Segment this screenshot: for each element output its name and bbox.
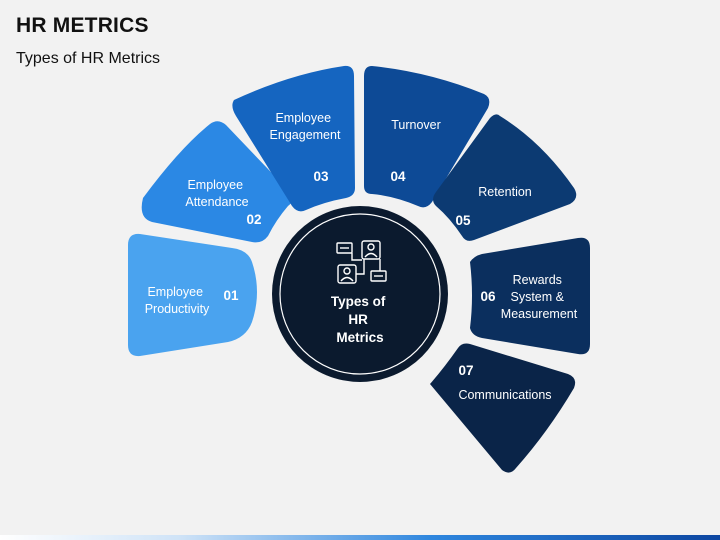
segment-turnover[interactable]: Turnover 04 bbox=[364, 66, 490, 208]
svg-text:Employee Productivity: Employee Productivity bbox=[145, 285, 210, 316]
segment-employee-productivity[interactable]: Employee Productivity 01 bbox=[128, 233, 257, 357]
segment-shape bbox=[128, 233, 257, 357]
hub-title-line: HR bbox=[348, 312, 368, 327]
segment-number: 03 bbox=[313, 169, 329, 184]
svg-text:Turnover: Turnover bbox=[391, 118, 441, 132]
segment-number: 06 bbox=[480, 289, 496, 304]
hub-title-line: Metrics bbox=[336, 330, 383, 345]
svg-text:Rewards System & M: Rewards System & Measurement bbox=[501, 273, 578, 321]
segment-number: 07 bbox=[458, 363, 473, 378]
segment-label-line: Rewards bbox=[513, 273, 562, 287]
segment-label-line: Attendance bbox=[185, 195, 248, 209]
segment-label-line: Turnover bbox=[391, 118, 441, 132]
hub-ring bbox=[279, 213, 441, 375]
segment-label-line: Employee bbox=[275, 111, 331, 125]
segment-number: 05 bbox=[455, 213, 471, 228]
segment-shape bbox=[430, 343, 576, 473]
segment-retention[interactable]: Retention 05 bbox=[433, 114, 577, 241]
hub-circle bbox=[272, 206, 448, 382]
segment-label-line: Communications bbox=[458, 388, 551, 402]
segment-shape bbox=[433, 114, 577, 241]
svg-text:Employee Attendance: Employee Attendance bbox=[185, 178, 248, 209]
center-hub: Types of HR Metrics bbox=[272, 206, 448, 382]
svg-text:Retention: Retention bbox=[478, 185, 532, 199]
page-subtitle: Types of HR Metrics bbox=[16, 50, 161, 67]
segment-label-line: Employee bbox=[187, 178, 243, 192]
svg-text:Types of HR Metric: Types of HR Metrics bbox=[331, 294, 389, 345]
people-network-icon bbox=[336, 240, 387, 284]
segment-rewards-system-measurement[interactable]: Rewards System & Measurement 06 bbox=[470, 237, 590, 355]
segment-shape bbox=[232, 65, 355, 212]
footer-accent-bar bbox=[0, 535, 720, 540]
segment-shape bbox=[470, 237, 590, 355]
segment-shape bbox=[141, 121, 293, 243]
segment-label-line: Employee bbox=[147, 285, 203, 299]
segment-label-line: Measurement bbox=[501, 307, 578, 321]
segment-shape bbox=[364, 66, 490, 208]
segment-number: 04 bbox=[390, 169, 406, 184]
segment-label-line: Productivity bbox=[145, 302, 210, 316]
segment-number: 02 bbox=[246, 212, 261, 227]
hub-title-line: Types of bbox=[331, 294, 386, 309]
segment-employee-engagement[interactable]: Employee Engagement 03 bbox=[232, 65, 355, 212]
page-title: HR METRICS bbox=[16, 14, 149, 37]
segment-label-line: Retention bbox=[478, 185, 532, 199]
svg-text:Communications: Communications bbox=[458, 388, 551, 402]
segment-label-line: System & bbox=[511, 290, 565, 304]
svg-text:Employee Engagement: Employee Engagement bbox=[270, 111, 341, 142]
segment-communications[interactable]: Communications 07 bbox=[430, 343, 576, 473]
segment-number: 01 bbox=[223, 288, 239, 303]
segment-label-line: Engagement bbox=[270, 128, 341, 142]
segment-employee-attendance[interactable]: Employee Attendance 02 bbox=[141, 121, 293, 243]
